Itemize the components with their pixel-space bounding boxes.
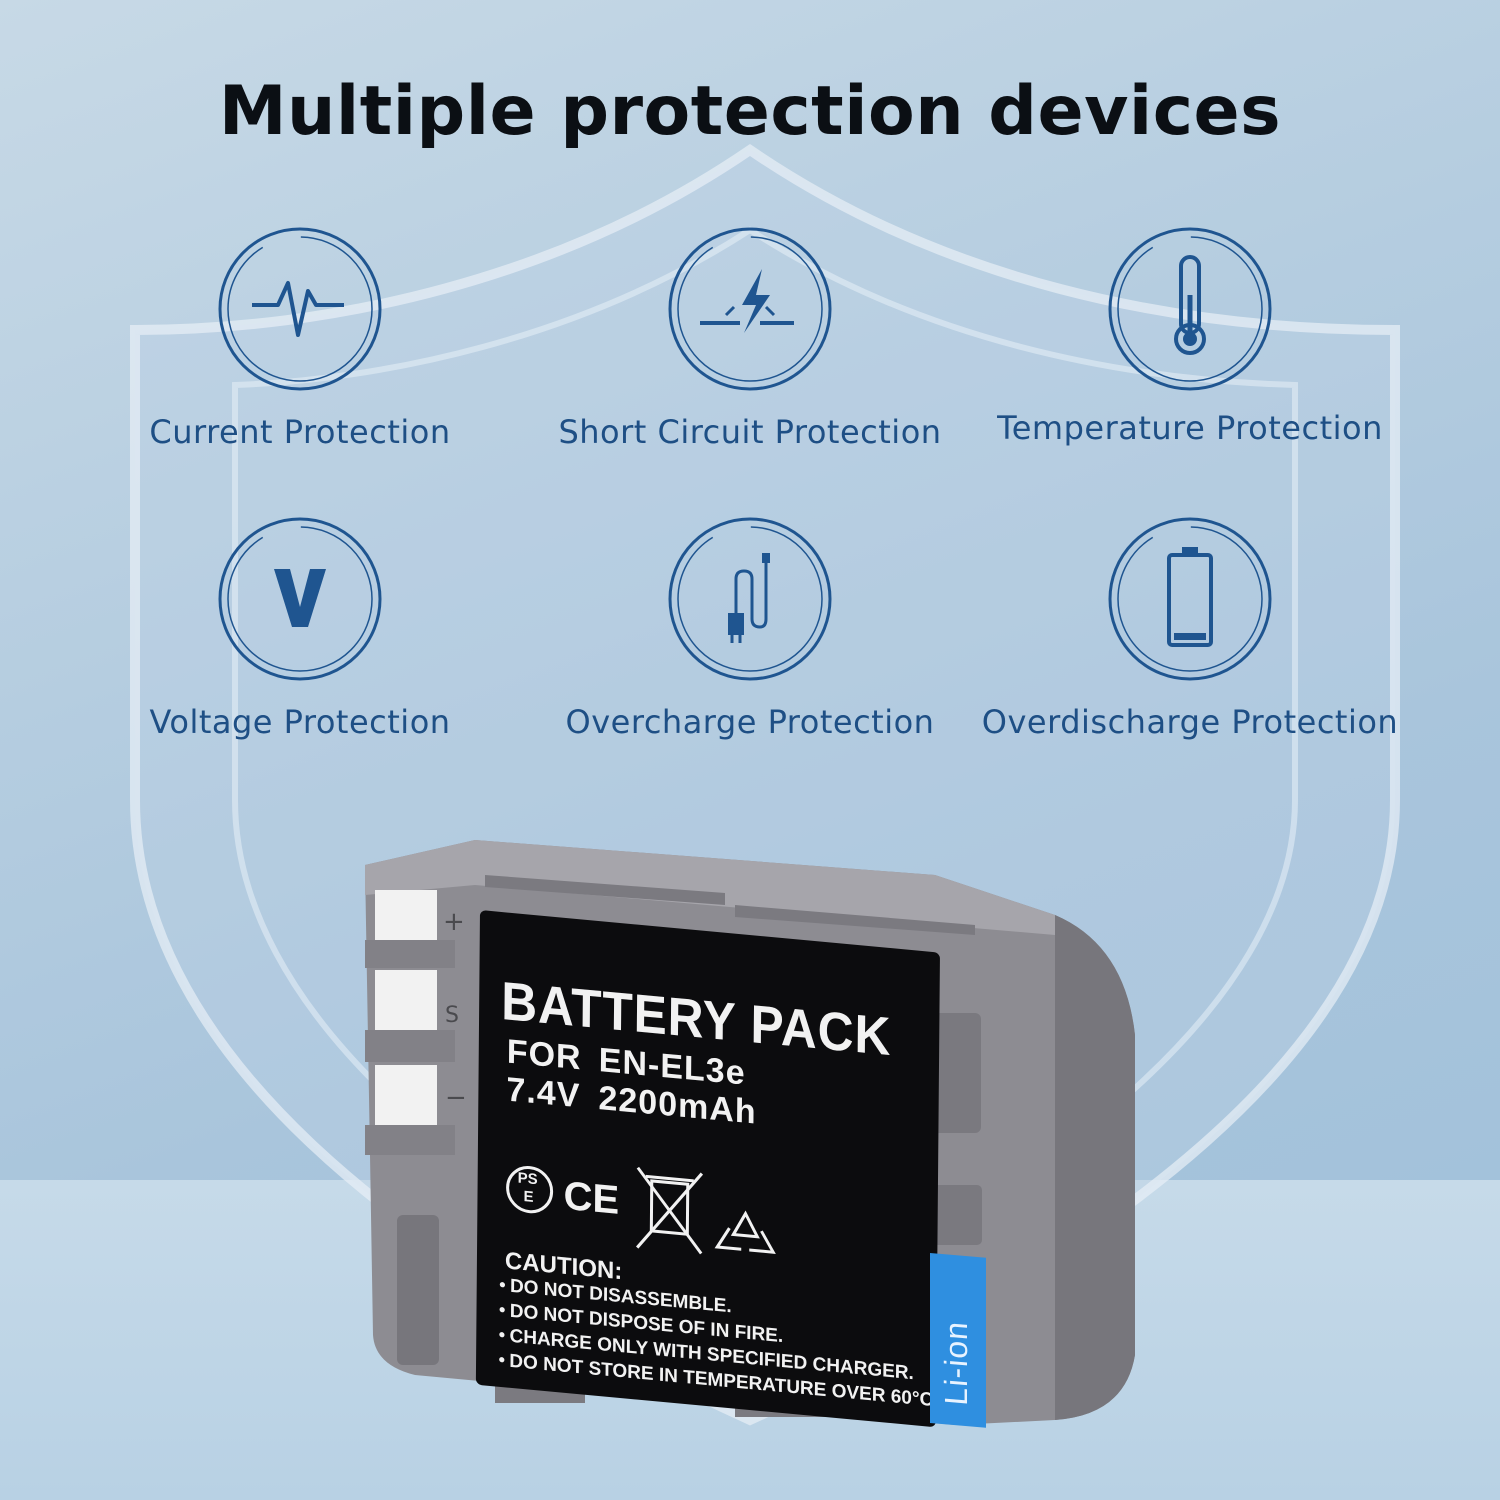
voltage-v-icon — [218, 517, 382, 681]
voltage-value: 7.4V — [506, 1070, 581, 1116]
terminal-s-icon: S — [445, 1003, 459, 1028]
pulse-waveform-icon — [218, 227, 382, 391]
terminal-plus-icon: + — [443, 907, 465, 937]
lightning-break-icon — [668, 227, 832, 391]
feature-label: Current Protection — [149, 413, 451, 451]
recycle-icon — [714, 1210, 776, 1254]
weee-bin-icon — [636, 1166, 704, 1255]
svg-text:E: E — [523, 1188, 533, 1206]
pse-mark-icon: PS E — [506, 1166, 554, 1214]
feature-label: Voltage Protection — [149, 703, 451, 741]
li-ion-stripe: Li-ion — [930, 1253, 986, 1428]
battery-pack: + S − BATTERY PACK FOR EN-EL3e 7.4V 2200… — [355, 835, 1155, 1428]
low-battery-icon — [1108, 517, 1272, 681]
feature-label: Short Circuit Protection — [558, 413, 942, 451]
terminal-minus-icon: − — [445, 1083, 467, 1113]
battery-label: BATTERY PACK FOR EN-EL3e 7.4V 2200mAh PS… — [475, 910, 940, 1428]
feature-label: Overcharge Protection — [565, 703, 935, 741]
feature-label: Temperature Protection — [997, 409, 1383, 447]
battery-spec-line: 7.4V 2200mAh — [506, 1070, 757, 1131]
thermometer-icon — [1108, 227, 1272, 391]
certification-marks: PS E CE — [505, 1147, 806, 1275]
svg-text:CE: CE — [563, 1174, 619, 1223]
chemistry-label: Li-ion — [938, 1319, 974, 1407]
ce-mark-icon: CE — [563, 1174, 619, 1223]
feature-label: Overdischarge Protection — [981, 703, 1399, 741]
svg-text:PS: PS — [518, 1170, 538, 1189]
charging-plug-icon — [668, 517, 832, 681]
page-title: Multiple protection devices — [218, 72, 1282, 151]
